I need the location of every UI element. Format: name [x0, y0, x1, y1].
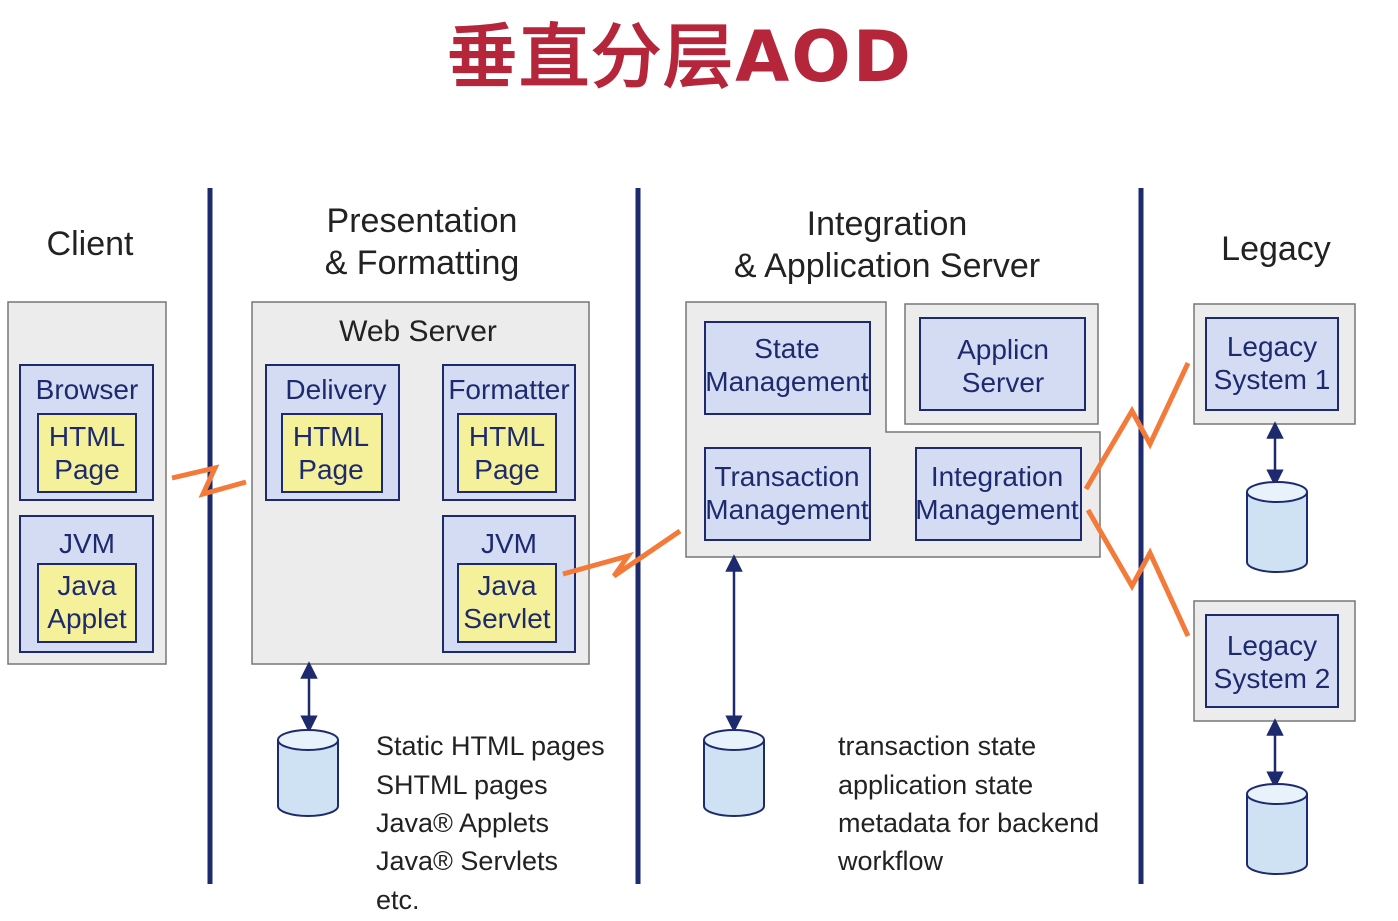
column-heading-client: Client: [47, 225, 134, 263]
formatter-label: Formatter: [448, 374, 569, 405]
column-heading-integration-line2: & Application Server: [734, 247, 1040, 285]
applicn-server-line1: Applicn: [957, 334, 1049, 365]
presentation-note: Static HTML pages: [376, 731, 605, 761]
java-servlet-line2: Servlet: [463, 603, 550, 634]
delivery-html-page-line1: HTML: [293, 421, 369, 452]
client-jvm-label: JVM: [59, 528, 115, 559]
java-applet-box: [37, 563, 137, 643]
delivery-html-page-box: [281, 413, 383, 493]
transaction-management-box: [704, 447, 871, 541]
java-applet-line2: Applet: [47, 603, 127, 634]
applicn-server-box: [919, 317, 1086, 411]
client-html-page-line2: Page: [54, 454, 119, 485]
legacy-system-2-line2: System 2: [1214, 663, 1331, 694]
database-icon: [1246, 481, 1308, 573]
column-heading-presentation-line1: Presentation: [327, 202, 518, 240]
lightning-integration-legacy2: [1085, 508, 1191, 638]
legacy-system-1-line2: System 1: [1214, 364, 1331, 395]
transaction-management-line1: Transaction: [714, 461, 859, 492]
presentation-note: SHTML pages: [376, 770, 548, 800]
state-management-line1: State: [754, 333, 819, 364]
integration-note: metadata for backend: [838, 808, 1099, 838]
web-server-title: Web Server: [339, 315, 497, 348]
database-icon: [277, 729, 339, 817]
integration-management-box: [915, 447, 1082, 541]
lightning-integration-legacy1: [1083, 361, 1191, 491]
integration-management-line1: Integration: [931, 461, 1063, 492]
browser-label: Browser: [36, 374, 139, 405]
presentation-note: Java® Servlets: [376, 846, 558, 876]
column-heading-presentation-line2: & Formatting: [325, 244, 520, 282]
formatter-html-page-line2: Page: [474, 454, 539, 485]
server-jvm-label: JVM: [481, 528, 537, 559]
transaction-management-line2: Management: [705, 494, 869, 525]
legacy-system-2-line1: Legacy: [1227, 630, 1317, 661]
column-heading-legacy: Legacy: [1221, 230, 1331, 268]
java-servlet-box: [457, 563, 557, 643]
database-icon: [1246, 783, 1308, 875]
java-servlet-line1: Java: [477, 570, 537, 601]
applicn-server-line2: Server: [962, 367, 1044, 398]
column-heading-integration-line1: Integration: [807, 205, 968, 243]
database-icon: [703, 729, 765, 817]
legacy-system-2-box: [1205, 614, 1339, 708]
integration-management-line2: Management: [915, 494, 1079, 525]
state-management-box: [704, 321, 871, 415]
legacy-system-1-line1: Legacy: [1227, 331, 1317, 362]
page-title: 垂直分层AOD: [447, 16, 913, 98]
delivery-label: Delivery: [285, 374, 386, 405]
legacy-system-1-box: [1205, 317, 1339, 411]
presentation-note: Java® Applets: [376, 808, 549, 838]
integration-note: transaction state: [838, 731, 1036, 761]
delivery-html-page-line2: Page: [298, 454, 363, 485]
formatter-html-page-line1: HTML: [469, 421, 545, 452]
formatter-html-page-box: [457, 413, 557, 493]
client-html-page-box: [37, 413, 137, 493]
presentation-note: etc.: [376, 885, 420, 915]
state-management-line2: Management: [705, 366, 869, 397]
lightning-client-webserver: [171, 464, 247, 498]
integration-note: application state: [838, 770, 1033, 800]
client-html-page-line1: HTML: [49, 421, 125, 452]
integration-note: workflow: [837, 846, 944, 876]
lightning-servlet-appserver: [562, 528, 682, 579]
java-applet-line1: Java: [57, 570, 117, 601]
